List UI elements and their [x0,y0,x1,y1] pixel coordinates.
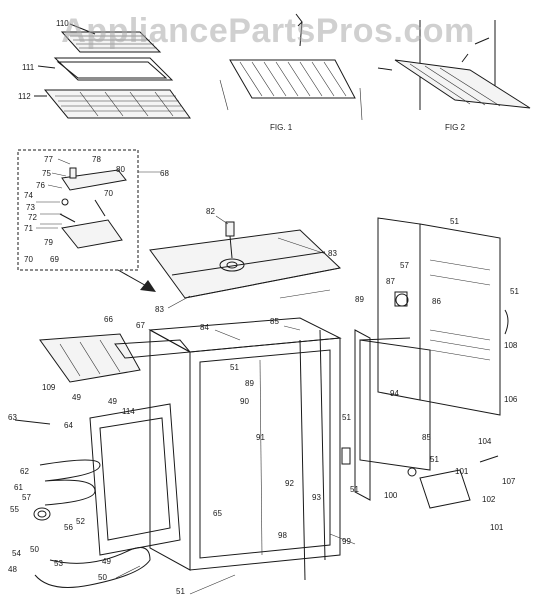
callout-68: 68 [160,169,169,178]
callout-66: 66 [104,315,113,324]
callout-49: 49 [72,393,81,402]
callout-76: 76 [36,181,45,190]
callout-93: 93 [312,493,321,502]
callout-62: 62 [20,467,29,476]
callout-57-b: 57 [22,493,31,502]
callout-51-right: 51 [510,287,519,296]
callout-85-b: 85 [422,433,431,442]
callout-72: 72 [28,213,37,222]
oven-top-panel [149,221,342,299]
callout-48: 48 [8,565,17,574]
callout-111: 111 [22,63,35,72]
callout-49-c: 49 [102,557,111,566]
callout-70: 70 [104,189,113,198]
callout-71: 71 [24,224,33,233]
callout-61: 61 [14,483,23,492]
back-panel [359,217,509,416]
callout-87: 87 [386,277,395,286]
callout-102: 102 [482,495,496,504]
callout-70-lower: 70 [24,255,33,264]
callout-83-lower: 83 [155,305,164,314]
callout-109: 109 [42,383,56,392]
callout-63: 63 [8,413,17,422]
callout-85: 85 [270,317,279,326]
callout-104: 104 [478,437,492,446]
callout-57: 57 [400,261,409,270]
arrow-head [140,280,156,292]
callout-90: 90 [240,397,249,406]
callout-74: 74 [24,191,33,200]
callout-49-b: 49 [108,397,117,406]
callout-51-d: 51 [342,413,351,422]
fig1-oven-rack [219,13,363,121]
broiler-pan-assembly [43,31,191,119]
callout-112: 112 [18,92,31,101]
callout-55: 55 [10,505,19,514]
callout-77: 77 [44,155,53,164]
callout-108: 108 [504,341,518,350]
callout-80: 80 [116,165,125,174]
callout-99: 99 [342,537,351,546]
callout-83: 83 [328,249,337,258]
oven-cabinet [148,317,431,581]
callout-86: 86 [432,297,441,306]
detail-box [17,149,139,271]
callout-65: 65 [213,509,222,518]
callout-100: 100 [384,491,398,500]
callout-51-g: 51 [176,587,185,596]
callout-78: 78 [92,155,101,164]
callout-92: 92 [285,479,294,488]
callout-89-b: 89 [245,379,254,388]
callout-114: 114 [122,407,135,416]
callout-52: 52 [76,517,85,526]
callout-51-c: 51 [230,363,239,372]
callout-82: 82 [206,207,215,216]
fig2-rack-insertion [377,20,531,110]
callout-51-e: 51 [430,455,439,464]
callout-51-f: 51 [350,485,359,494]
callout-94: 94 [390,389,399,398]
callout-101-b: 101 [490,523,504,532]
callout-50: 50 [30,545,39,554]
callout-54: 54 [12,549,21,558]
callout-106: 106 [504,395,518,404]
callout-89: 89 [355,295,364,304]
fig1-caption: FIG. 1 [270,123,293,132]
lower-right-parts [341,447,499,509]
callout-110: 110 [56,19,69,28]
callout-69: 69 [50,255,59,264]
callout-56: 56 [64,523,73,532]
broil-element-assembly [14,333,191,588]
callout-91: 91 [256,433,265,442]
callout-64: 64 [64,421,73,430]
callout-75: 75 [42,169,51,178]
callout-53: 53 [54,559,63,568]
callout-73: 73 [26,203,35,212]
callout-67: 67 [136,321,145,330]
callout-98: 98 [278,531,287,540]
callout-51: 51 [450,217,459,226]
callout-107: 107 [502,477,516,486]
fig2-caption: FIG 2 [445,123,466,132]
callout-79: 79 [44,238,53,247]
latch-assembly-detail [59,167,127,249]
callout-101: 101 [455,467,469,476]
callout-50-b: 50 [98,573,107,582]
callout-84: 84 [200,323,209,332]
